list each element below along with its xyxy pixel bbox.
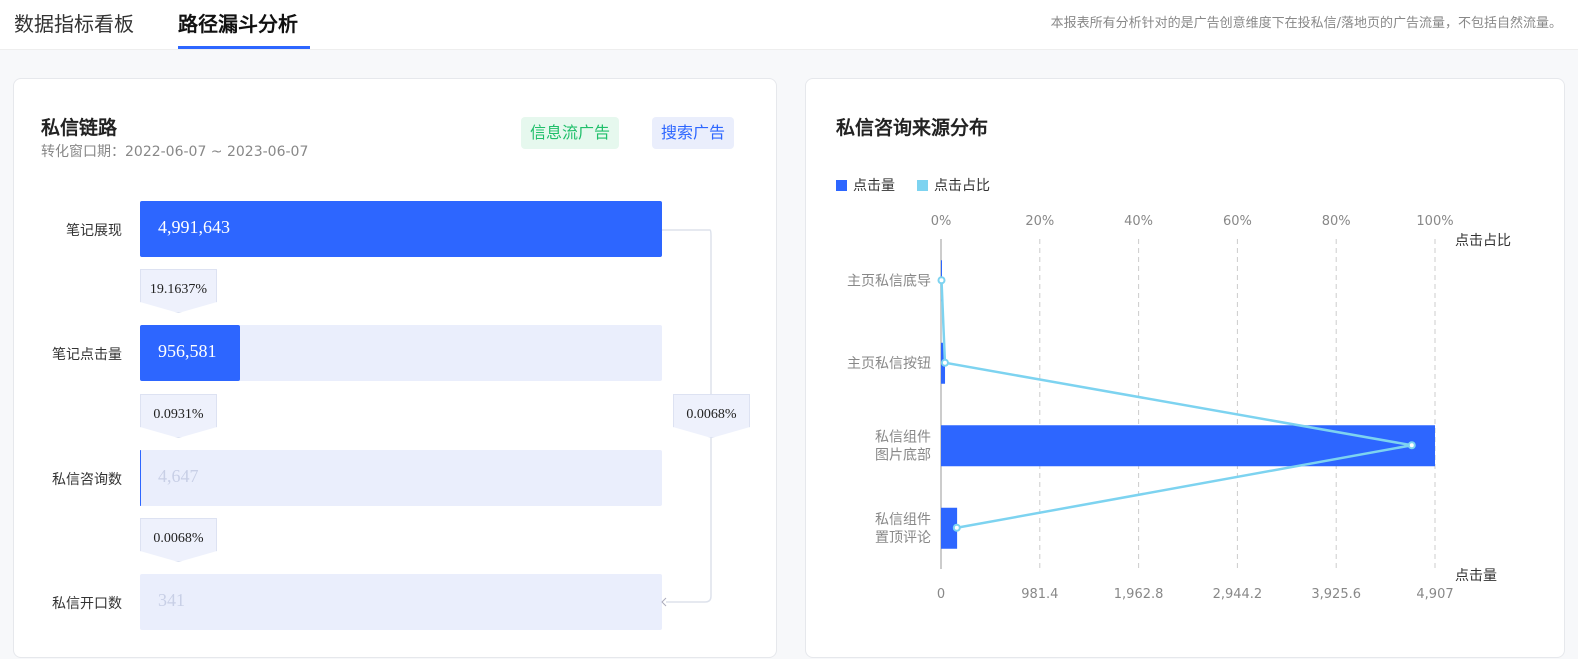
x-top-tick-label: 40% [1124, 214, 1153, 229]
step-label: 笔记展现 [66, 223, 122, 239]
feed-ads-badge[interactable]: 信息流广告 [521, 117, 620, 149]
x-tick-label: 3,925.6 [1311, 587, 1361, 602]
step-value: 341 [158, 590, 185, 610]
legend-swatch [836, 180, 847, 191]
source-card: 私信咨询来源分布 点击量 点击占比 0 0% 981.4 20% 1,962.8 40% 2… [805, 78, 1565, 658]
click-bar [941, 507, 958, 549]
category-label: 私信组件 [875, 512, 931, 528]
step-label: 私信咨询数 [52, 472, 122, 488]
step-rate: 19.1637% [140, 269, 217, 313]
funnel-bar: 4,991,643 [140, 201, 662, 257]
active-tab-indicator [178, 46, 310, 49]
ratio-point [937, 276, 946, 285]
step-label: 私信开口数 [52, 596, 122, 612]
funnel-bar: 4,647 [140, 450, 662, 506]
funnel-bar: 341 [140, 574, 662, 630]
funnel-title: 私信链路 [41, 117, 118, 139]
x-tick-label: 0 [937, 587, 945, 602]
category-label: 主页私信按钮 [847, 356, 931, 372]
tab-funnel-analysis[interactable]: 路径漏斗分析 [178, 12, 298, 36]
ratio-line [940, 280, 1413, 529]
click-bar [941, 425, 1435, 467]
category-label: 私信组件 [875, 429, 931, 445]
step-value: 4,991,643 [158, 217, 230, 237]
funnel-bar-fill [140, 201, 662, 257]
x-top-tick-label: 100% [1416, 214, 1453, 229]
source-chart: 0 0% 981.4 20% 1,962.8 40% 2,944.2 60% 3,925.6 80… [847, 214, 1511, 602]
conversion-window: 转化窗口期：2022-06-07 ~ 2023-06-07 [41, 144, 309, 160]
source-title: 私信咨询来源分布 [836, 117, 989, 139]
x-top-tick-label: 60% [1223, 214, 1252, 229]
tab-metrics-board[interactable]: 数据指标看板 [14, 12, 134, 36]
ratio-point [1407, 441, 1416, 450]
x-top-tick-label: 0% [931, 214, 952, 229]
x-axis-title: 点击量 [1455, 568, 1497, 584]
x-tick-label: 981.4 [1021, 587, 1058, 602]
x-top-tick-label: 80% [1322, 214, 1351, 229]
funnel-bar-fill [140, 450, 141, 506]
report-notice: 本报表所有分析针对的是广告创意维度下在投私信/落地页的广告流量，不包括自然流量。 [1050, 16, 1562, 31]
top-tabs-bar: 数据指标看板 路径漏斗分析 本报表所有分析针对的是广告创意维度下在投私信/落地页… [0, 0, 1578, 50]
legend-swatch [917, 180, 928, 191]
step-value: 956,581 [158, 341, 217, 361]
funnel-bar-fill [140, 325, 241, 381]
x-tick-label: 4,907 [1416, 587, 1453, 602]
search-ads-badge[interactable]: 搜索广告 [652, 117, 735, 149]
legend-clicks[interactable]: 点击量 [836, 175, 895, 195]
legend-ratio[interactable]: 点击占比 [917, 175, 990, 195]
x-tick-label: 1,962.8 [1114, 587, 1164, 602]
funnel-card: 私信链路 转化窗口期：2022-06-07 ~ 2023-06-07 信息流广告… [13, 78, 777, 658]
category-label: 置顶评论 [875, 530, 931, 546]
legend-label: 点击量 [853, 178, 895, 194]
step-rate: 0.0931% [140, 394, 217, 438]
step-rate: 0.0068% [140, 518, 217, 562]
category-label: 图片底部 [875, 447, 931, 463]
x-top-axis-title: 点击占比 [1455, 233, 1511, 249]
x-top-tick-label: 20% [1025, 214, 1054, 229]
step-value: 4,647 [158, 466, 199, 486]
funnel-bar: 956,581 [140, 325, 662, 381]
x-tick-label: 2,944.2 [1213, 587, 1263, 602]
overall-rate: 0.0068% [673, 394, 750, 438]
legend-label: 点击占比 [934, 178, 990, 194]
step-label: 笔记点击量 [52, 347, 122, 363]
ratio-point [940, 358, 949, 367]
ratio-point [952, 523, 961, 532]
category-label: 主页私信底导 [847, 273, 931, 289]
